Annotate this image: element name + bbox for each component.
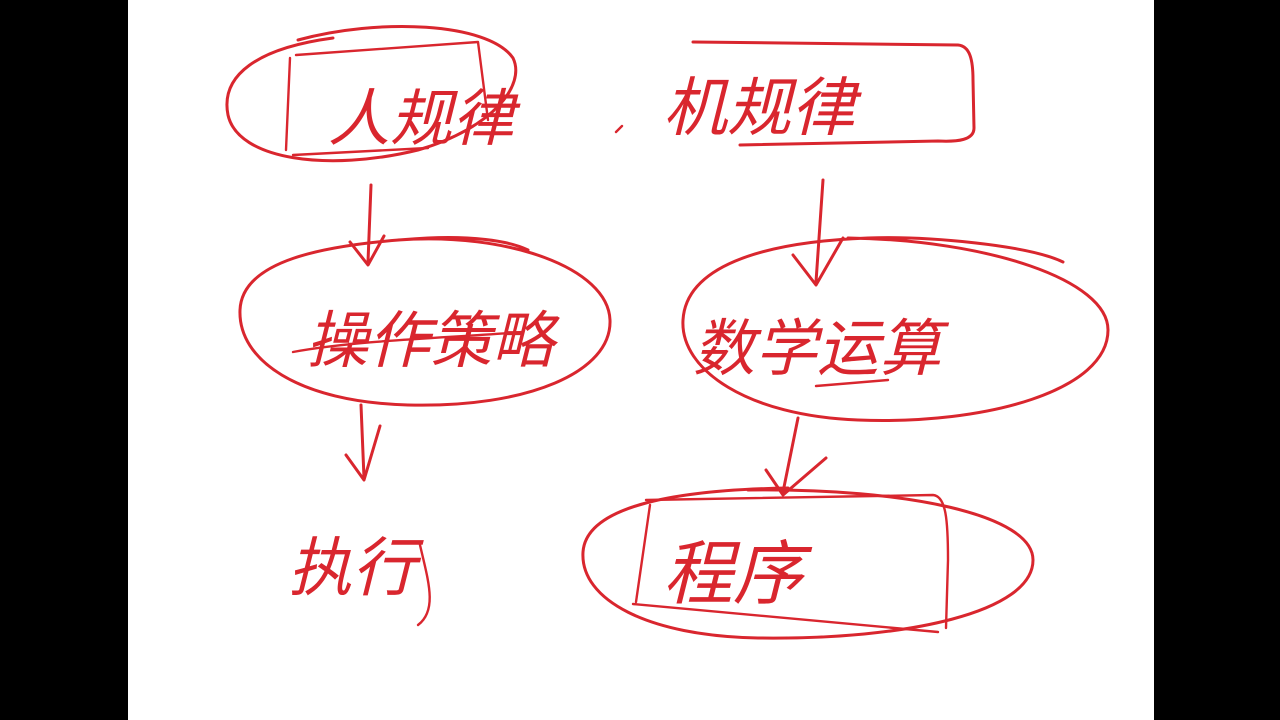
top-right-tick <box>614 124 624 134</box>
flow-diagram: 人规律 机规律 操作策略 数学运算 <box>225 25 1110 640</box>
top-left-box <box>284 40 490 157</box>
bottom-right-ellipse <box>581 486 1035 640</box>
bottom-right-box <box>631 493 950 634</box>
mid-left-ellipse <box>238 236 612 407</box>
node-mid-left: 操作策略 <box>238 236 612 407</box>
top-left-ellipse <box>225 25 518 163</box>
mid-right-label: 数学运算 <box>693 312 950 385</box>
mid-left-strike <box>291 330 525 354</box>
left-letterbox <box>0 0 128 720</box>
bottom-left-label: 执行 <box>288 532 424 606</box>
node-bottom-left: 执行 <box>288 532 431 627</box>
top-right-label: 机规律 <box>663 72 862 146</box>
node-bottom-right: 程序 <box>581 486 1035 640</box>
top-right-box <box>691 40 976 147</box>
arrow-left-1 <box>348 183 386 267</box>
arrow-right-1 <box>791 178 845 287</box>
node-mid-right: 数学运算 <box>681 236 1110 422</box>
bottom-left-hook <box>416 543 431 627</box>
mid-right-ellipse <box>681 236 1110 422</box>
whiteboard: 人规律 机规律 操作策略 数学运算 <box>128 0 1154 720</box>
arrow-left-2 <box>344 403 382 482</box>
bottom-right-label: 程序 <box>663 533 813 615</box>
right-letterbox <box>1154 0 1280 720</box>
node-top-right: 机规律 <box>614 40 976 147</box>
mid-left-label: 操作策略 <box>306 304 560 377</box>
top-left-label: 人规律 <box>328 82 521 155</box>
mid-right-underline <box>814 378 890 388</box>
arrow-right-2 <box>764 416 828 497</box>
node-top-left: 人规律 <box>225 25 521 163</box>
